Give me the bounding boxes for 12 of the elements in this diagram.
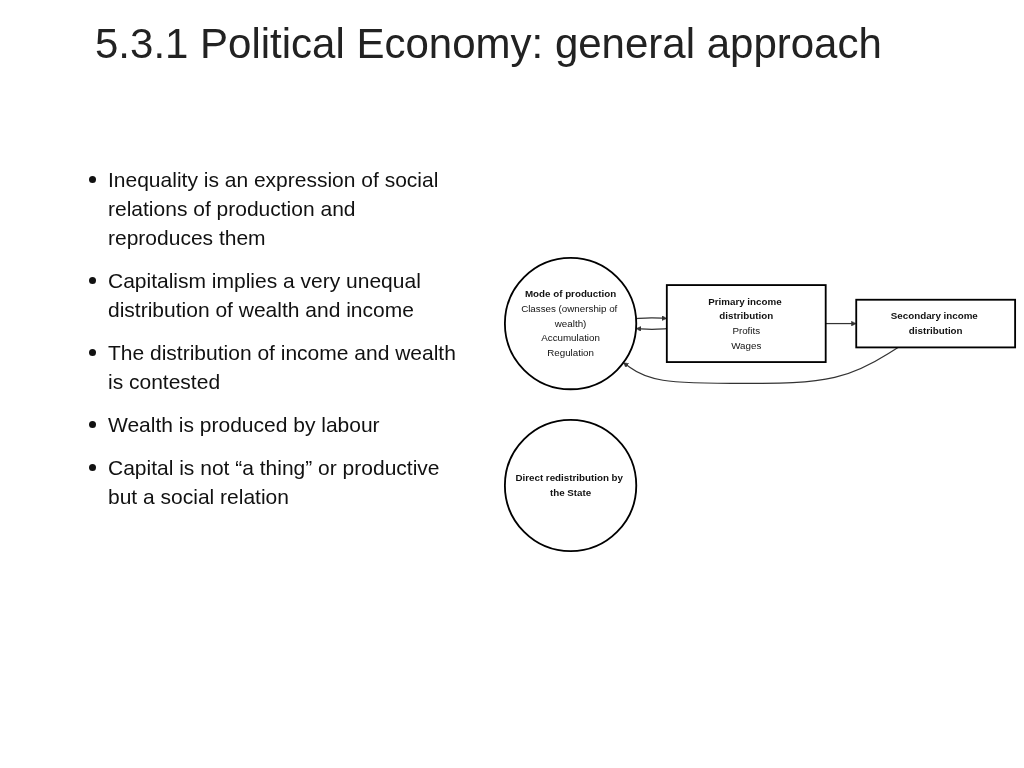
node-box: Secondary income distribution bbox=[855, 299, 1017, 349]
arrow bbox=[623, 347, 899, 385]
bullet-text: Capitalism implies a very unequal distribution of wealth and income bbox=[108, 268, 422, 323]
node-box: Primary income distribution Profits Wages bbox=[665, 284, 827, 364]
bullet-text: Inequality is an expression of social relations of production and reproduces them bbox=[108, 167, 440, 251]
slide-title: 5.3.1 Political Economy: general approach bbox=[95, 19, 883, 69]
node-circle: Mode of production Classes (ownership of wealth) Accumulation Regulation bbox=[503, 257, 638, 391]
bullet-text: Capital is not “a thing” or productive but a social relation bbox=[108, 455, 441, 510]
arrow bbox=[825, 321, 857, 327]
bullet-text: The distribution of income and wealth is contested bbox=[108, 340, 457, 395]
node-circle: Direct redistribution by the State bbox=[503, 419, 638, 553]
bullet-text: Wealth is produced by labour bbox=[108, 412, 380, 438]
